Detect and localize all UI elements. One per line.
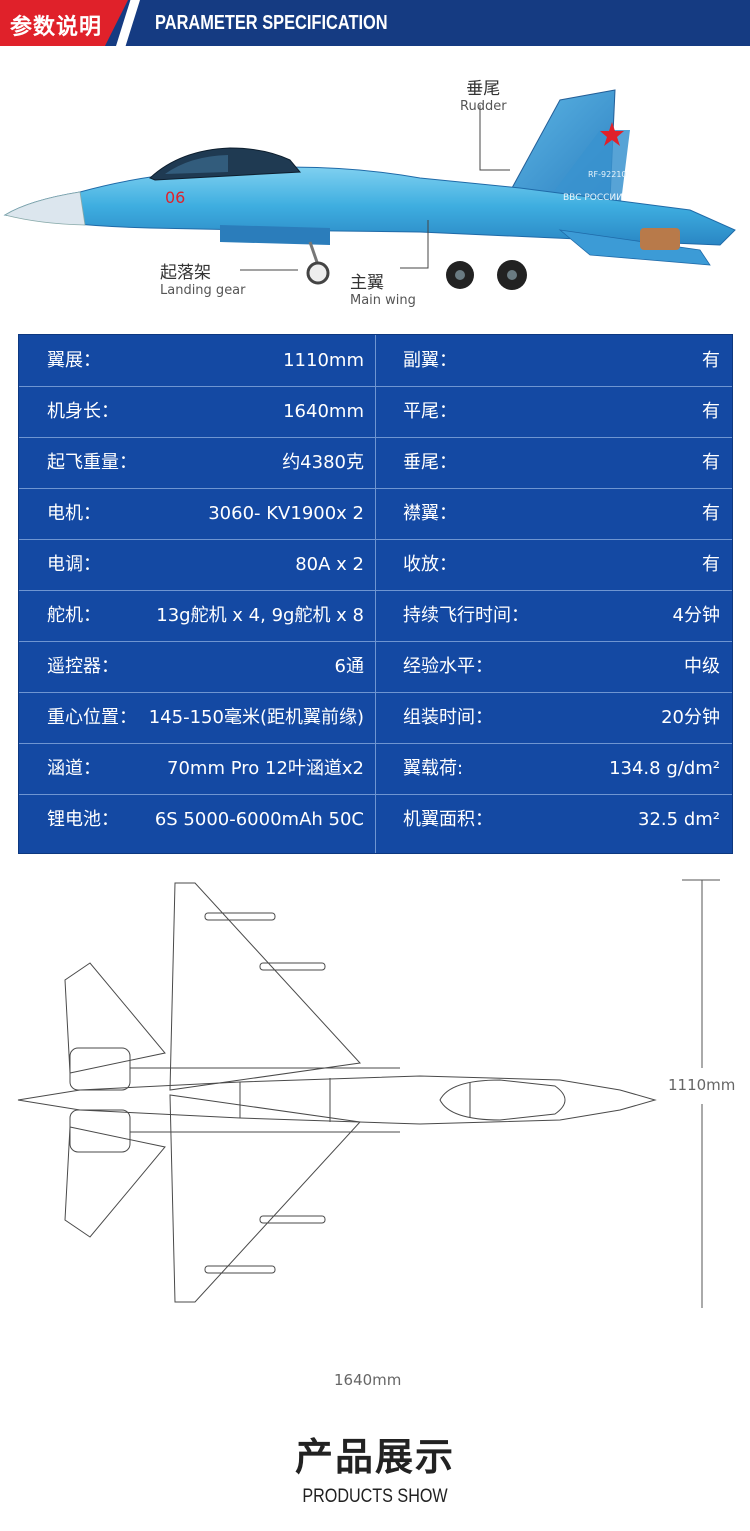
spec-value: 中级 — [684, 656, 720, 677]
main-wing-callout: 主翼 Main wing — [350, 268, 416, 308]
spec-label: 翼载荷: — [403, 758, 464, 779]
spec-value: 70mm Pro 12叶涵道x2 — [167, 758, 364, 779]
spec-label: 翼展： — [47, 350, 101, 371]
spec-row: 翼展： 1110mm 副翼： 有 — [19, 335, 732, 387]
spec-label: 机翼面积： — [403, 809, 493, 830]
spec-value: 32.5 dm² — [638, 809, 720, 830]
jet-tail-marking: BBC POCCИИ — [563, 193, 623, 203]
spec-value: 6S 5000-6000mAh 50C — [154, 809, 364, 830]
spec-row: 涵道： 70mm Pro 12叶涵道x2 翼载荷: 134.8 g/dm² — [19, 743, 732, 795]
spec-label: 收放： — [403, 554, 457, 575]
spec-value: 有 — [702, 503, 720, 524]
spec-label: 舵机： — [47, 605, 101, 626]
length-dimension-label: 1640mm — [334, 1371, 402, 1389]
spec-row: 遥控器： 6通 经验水平： 中级 — [19, 641, 732, 693]
spec-label: 持续飞行时间： — [403, 605, 529, 626]
spec-value: 20分钟 — [661, 707, 720, 728]
jet-side-view — [3, 89, 736, 290]
landing-gear-callout: 起落架 Landing gear — [160, 258, 246, 298]
spec-value: 3060- KV1900x 2 — [208, 503, 364, 524]
rudder-label-cn: 垂尾 — [466, 79, 501, 99]
spec-value: 1640mm — [283, 401, 364, 422]
blueprint-top-view: 1110mm 1640mm — [0, 868, 750, 1400]
spec-value: 有 — [702, 554, 720, 575]
wingspan-dimension-label: 1110mm — [668, 1076, 736, 1094]
spec-label: 起飞重量： — [47, 452, 137, 473]
spec-table: 翼展： 1110mm 副翼： 有 机身长： 1640mm 平尾： 有 起飞重量：… — [18, 334, 733, 854]
header-accent — [0, 0, 128, 46]
spec-label: 襟翼： — [403, 503, 457, 524]
landing-gear-label-en: Landing gear — [160, 283, 246, 298]
spec-value: 1110mm — [283, 350, 364, 371]
spec-label: 重心位置： — [47, 707, 137, 728]
spec-row: 舵机： 13g舵机 x 4, 9g舵机 x 8 持续飞行时间： 4分钟 — [19, 590, 732, 642]
spec-label: 锂电池： — [47, 809, 119, 830]
products-show-title-cn: 产品展示 — [294, 1435, 455, 1479]
landing-gear-label-cn: 起落架 — [160, 263, 211, 283]
spec-row: 锂电池： 6S 5000-6000mAh 50C 机翼面积： 32.5 dm² — [19, 794, 732, 845]
spec-row: 电机： 3060- KV1900x 2 襟翼： 有 — [19, 488, 732, 540]
spec-label: 电调： — [47, 554, 101, 575]
spec-row: 起飞重量： 约4380克 垂尾： 有 — [19, 437, 732, 489]
products-show-title-en: PRODUCTS SHOW — [302, 1486, 448, 1507]
spec-value: 13g舵机 x 4, 9g舵机 x 8 — [156, 605, 364, 626]
spec-row: 电调： 80A x 2 收放： 有 — [19, 539, 732, 591]
spec-label: 经验水平： — [403, 656, 493, 677]
jet-top-view-drawing — [17, 879, 720, 1400]
jet-number-marking: 06 — [165, 188, 186, 207]
spec-value: 有 — [702, 401, 720, 422]
spec-value: 80A x 2 — [295, 554, 364, 575]
spec-label: 副翼： — [403, 350, 457, 371]
spec-label: 遥控器： — [47, 656, 119, 677]
spec-label: 平尾： — [403, 401, 457, 422]
spec-label: 垂尾： — [403, 452, 457, 473]
spec-value: 134.8 g/dm² — [609, 758, 720, 779]
spec-label: 涵道： — [47, 758, 101, 779]
jet-illustration: 垂尾 Rudder 起落架 Landing gear 主翼 Main wing … — [0, 60, 750, 320]
spec-value: 有 — [702, 452, 720, 473]
spec-row: 重心位置： 145-150毫米(距机翼前缘) 组装时间： 20分钟 — [19, 692, 732, 744]
spec-value: 145-150毫米(距机翼前缘) — [148, 707, 364, 728]
spec-row: 机身长： 1640mm 平尾： 有 — [19, 386, 732, 438]
spec-label: 电机： — [47, 503, 101, 524]
spec-value: 约4380克 — [282, 452, 364, 473]
spec-label: 组装时间： — [403, 707, 493, 728]
header-title-en: PARAMETER SPECIFICATION — [155, 12, 388, 34]
spec-value: 4分钟 — [672, 605, 720, 626]
spec-value: 有 — [702, 350, 720, 371]
header-banner: 参数说明 PARAMETER SPECIFICATION — [0, 0, 750, 46]
spec-column-divider — [375, 335, 376, 853]
rudder-callout: 垂尾 Rudder — [460, 74, 507, 114]
rudder-label-en: Rudder — [460, 99, 507, 114]
spec-label: 机身长： — [47, 401, 119, 422]
jet-registration-marking: RF-92210 — [588, 170, 627, 179]
spec-value: 6通 — [334, 656, 364, 677]
main-wing-label-en: Main wing — [350, 293, 416, 308]
header-title-cn: 参数说明 — [10, 15, 103, 40]
main-wing-label-cn: 主翼 — [350, 273, 384, 293]
